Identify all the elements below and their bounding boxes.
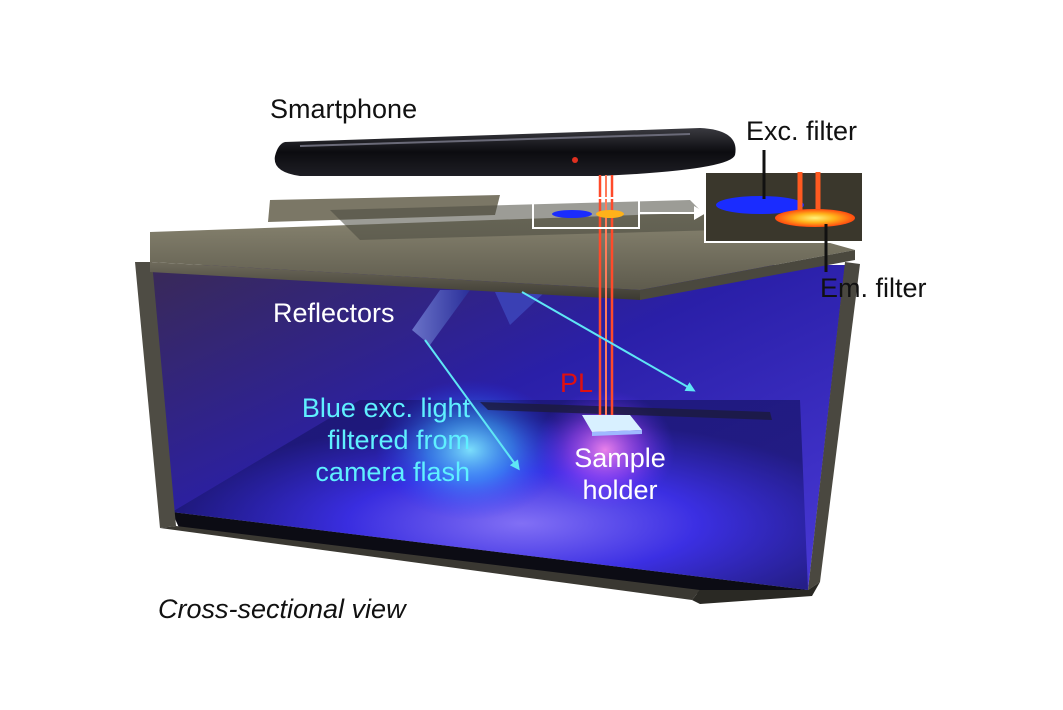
sample-line-1: Sample <box>574 443 666 473</box>
pl-label: PL <box>560 368 594 398</box>
smartphone-body <box>274 128 736 176</box>
blue-excitation-light-label: Blue exc. light filtered from camera fla… <box>230 392 470 488</box>
excitation-filter-on-lid <box>552 210 624 218</box>
blue-light-line-2: filtered from <box>327 425 470 455</box>
sample-holder-label: Sample holder <box>555 442 685 506</box>
zoom-arrow-head <box>694 206 706 220</box>
lid <box>150 195 855 300</box>
blue-light-line-1: Blue exc. light <box>301 393 470 423</box>
smartphone-label: Smartphone <box>270 94 418 124</box>
filter-inset <box>704 150 864 272</box>
cross-sectional-view-caption: Cross-sectional view <box>158 594 406 624</box>
sample-line-2: holder <box>582 475 658 505</box>
reflectors <box>412 290 545 345</box>
box-walls <box>135 262 860 604</box>
emission-filter-label: Em. filter <box>820 273 927 303</box>
excitation-filter-label: Exc. filter <box>746 116 858 146</box>
blue-light-line-3: camera flash <box>315 457 470 487</box>
reflectors-label: Reflectors <box>273 298 395 328</box>
light-path-arrows <box>424 291 696 471</box>
sample-holder <box>582 415 642 436</box>
box-interior <box>140 265 845 594</box>
